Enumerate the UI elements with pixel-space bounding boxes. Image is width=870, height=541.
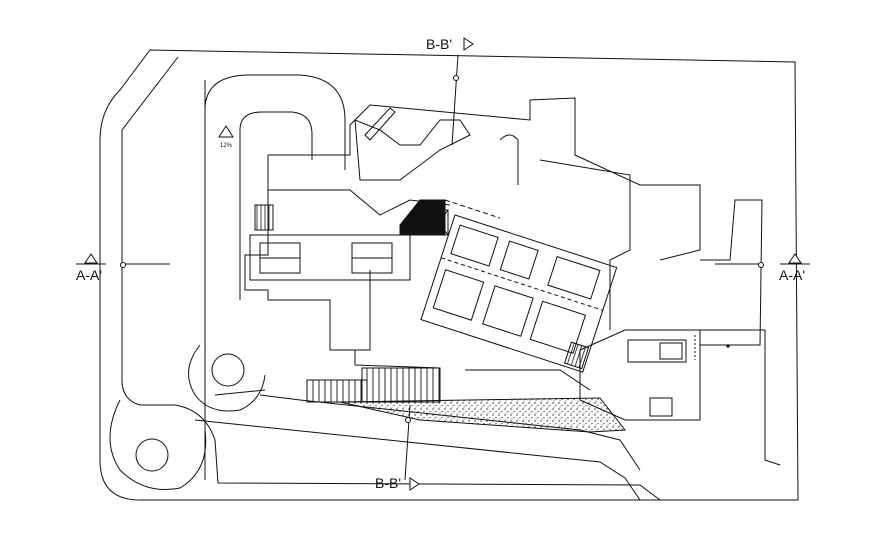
building-west [268, 97, 701, 261]
section-arrow-bb-bottom [409, 477, 420, 491]
ramp-inner [239, 111, 313, 300]
ramp-arrow-icon [218, 125, 234, 138]
section-arrow-bb-top [463, 37, 474, 51]
wing-b [420, 214, 618, 373]
landscape-strip [339, 397, 626, 433]
section-label-bb-top: B-B' [426, 36, 453, 52]
section-label-aa-right: A-A' [779, 267, 806, 283]
ramp-slope-label: 12% [220, 143, 233, 149]
section-label-bb-bottom: B-B' [375, 475, 402, 491]
loop-road [121, 56, 661, 501]
entrance-steps [306, 379, 368, 403]
site-boundary [99, 49, 799, 501]
roundabout-upper [211, 353, 245, 387]
roundabout-lower [135, 438, 169, 472]
section-arrow-aa-left [84, 253, 98, 264]
section-arrow-aa-right [788, 253, 802, 264]
ramp-outer [204, 74, 346, 300]
section-label-aa-left: A-A' [76, 267, 103, 283]
wing-a [249, 234, 411, 281]
